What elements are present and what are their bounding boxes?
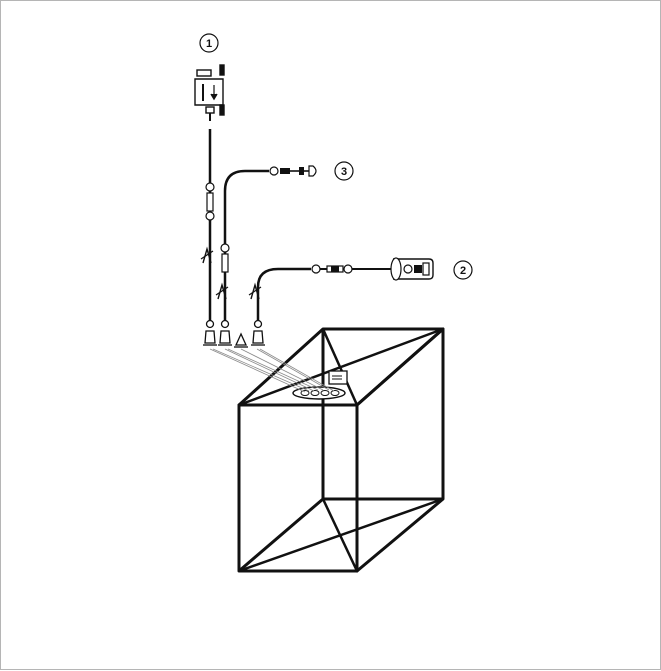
filter-body <box>194 78 224 106</box>
filter-clip <box>219 104 225 116</box>
lead-line <box>240 348 324 391</box>
fitting-icon <box>403 264 413 274</box>
cabinet-top-diagonal-2 <box>238 327 444 407</box>
callout-2-label: 2 <box>460 265 466 277</box>
hose-clamp-icon <box>248 286 262 296</box>
hose-clamp-icon <box>250 282 260 300</box>
cabinet-right-face <box>355 327 445 573</box>
cone-fitting <box>234 332 248 348</box>
lead-line <box>224 348 315 392</box>
hose-clamp-icon <box>202 246 212 264</box>
lead-lines <box>209 348 335 393</box>
end-plug-icon <box>308 165 317 177</box>
connector-b <box>218 319 232 346</box>
callout-1: 1 <box>199 33 219 53</box>
lead-line <box>256 348 330 391</box>
hose-clamp-icon <box>200 250 214 260</box>
fitting-icon <box>343 264 353 274</box>
port-3 <box>320 390 330 396</box>
hose-clamp-icon <box>217 282 227 300</box>
tube-2-line <box>256 267 311 320</box>
device-2-rim <box>390 257 402 281</box>
callout-1-label: 1 <box>206 38 212 50</box>
lead-line <box>209 348 306 393</box>
coupling-icon <box>206 192 214 212</box>
filter-unit <box>194 64 225 121</box>
cabinet-bottom-diagonal-2 <box>238 497 444 573</box>
filter-outlet <box>205 106 215 114</box>
callout-3-label: 3 <box>341 166 347 178</box>
callout-2: 2 <box>453 260 473 280</box>
cabinet-front-face <box>237 403 359 573</box>
lead-line <box>259 348 335 392</box>
tube-2 <box>248 257 434 320</box>
fitting-icon <box>220 243 230 253</box>
fitting-icon <box>269 166 279 176</box>
port-4 <box>330 390 340 396</box>
lead-line <box>227 348 319 391</box>
filter-clip <box>219 64 225 76</box>
fitting-icon <box>205 211 215 221</box>
coupling-icon <box>221 253 229 273</box>
cabinet-box <box>237 327 445 573</box>
port-2 <box>310 390 320 396</box>
tube-3-line <box>223 169 269 320</box>
device-2-core <box>414 265 422 273</box>
hose-clamp-icon <box>215 286 229 296</box>
coupling-icon <box>280 168 290 174</box>
valve-icon <box>299 167 304 175</box>
display-module <box>328 370 348 385</box>
callout-3-circle <box>334 161 354 181</box>
port-1 <box>300 390 310 396</box>
tube-1 <box>200 129 215 320</box>
lead-line <box>212 348 310 392</box>
flow-arrow-head-icon <box>210 93 218 101</box>
base-connectors <box>203 319 265 348</box>
fitting-icon <box>311 264 321 274</box>
callout-2-circle <box>453 260 473 280</box>
device-2 <box>390 257 434 281</box>
device-2-cap <box>422 262 430 276</box>
connector-a <box>203 319 217 346</box>
callout-1-circle <box>199 33 219 53</box>
connector-c <box>251 319 265 346</box>
callout-3: 3 <box>334 161 354 181</box>
cabinet-bottom-left-edge <box>238 497 324 573</box>
tube-3 <box>215 165 317 320</box>
filter-cap <box>196 69 212 77</box>
fitting-icon <box>205 182 215 192</box>
coupling-core <box>331 266 339 272</box>
